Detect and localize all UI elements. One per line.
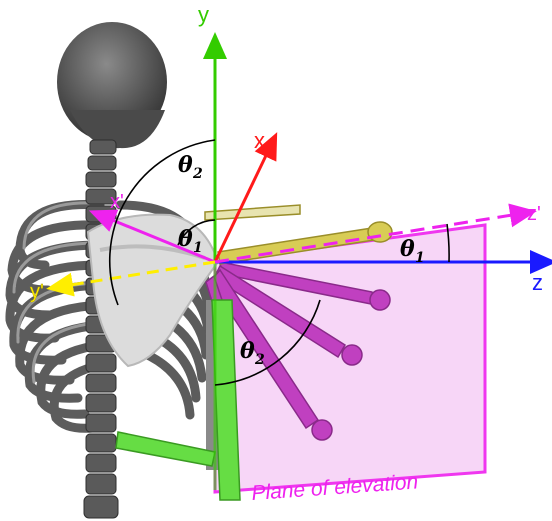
svg-text:θ: θ: [178, 152, 193, 178]
svg-text:θ: θ: [400, 236, 415, 262]
svg-text:2: 2: [254, 352, 265, 368]
y-prime-axis-label: y': [30, 281, 44, 303]
svg-text:θ: θ: [240, 338, 255, 364]
svg-text:1: 1: [193, 240, 203, 256]
x-axis-label: x: [254, 128, 265, 153]
x-axis: [215, 143, 272, 262]
svg-text:2: 2: [192, 166, 203, 182]
x-prime-axis-label: x': [110, 191, 124, 213]
jaw: [70, 110, 165, 148]
svg-text:1: 1: [415, 250, 425, 266]
y-axis-label: y: [198, 2, 209, 27]
z-prime-axis-label: z': [527, 203, 541, 225]
theta2-label-upper: θ 2: [178, 152, 203, 182]
svg-text:θ: θ: [178, 226, 193, 252]
z-axis-label: z: [532, 270, 543, 295]
